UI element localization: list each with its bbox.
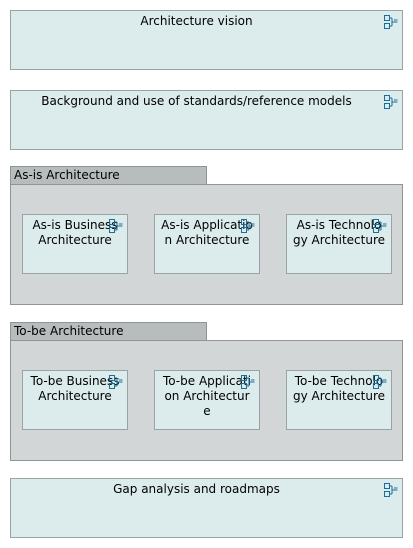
element-label: As-is Technology Architecture bbox=[293, 218, 385, 247]
asis-business-element[interactable]: As-is Business Architecture bbox=[22, 214, 128, 274]
composition-icon bbox=[241, 375, 255, 389]
composition-icon bbox=[373, 375, 387, 389]
element-label: To-be Application Architecture bbox=[162, 374, 252, 418]
tobe-application-element[interactable]: To-be Application Architecture bbox=[154, 370, 260, 430]
composition-icon bbox=[384, 15, 398, 29]
standards-element[interactable]: Background and use of standards/referenc… bbox=[10, 90, 403, 150]
composition-icon bbox=[109, 219, 123, 233]
element-label: Gap analysis and roadmaps bbox=[113, 482, 280, 496]
composition-icon bbox=[241, 219, 255, 233]
element-label: As-is Application Architecture bbox=[161, 218, 253, 247]
composition-icon bbox=[109, 375, 123, 389]
element-label: To-be Technology Architecture bbox=[293, 374, 385, 403]
element-label: To-be Business Architecture bbox=[30, 374, 120, 403]
asis-group-title[interactable]: As-is Architecture bbox=[10, 166, 207, 185]
asis-application-element[interactable]: As-is Application Architecture bbox=[154, 214, 260, 274]
composition-icon bbox=[384, 483, 398, 497]
tobe-technology-element[interactable]: To-be Technology Architecture bbox=[286, 370, 392, 430]
element-label: Architecture vision bbox=[140, 14, 253, 28]
composition-icon bbox=[373, 219, 387, 233]
tobe-group-title[interactable]: To-be Architecture bbox=[10, 322, 207, 341]
element-label: As-is Business Architecture bbox=[32, 218, 118, 247]
tobe-business-element[interactable]: To-be Business Architecture bbox=[22, 370, 128, 430]
gap-analysis-element[interactable]: Gap analysis and roadmaps bbox=[10, 478, 403, 538]
asis-technology-element[interactable]: As-is Technology Architecture bbox=[286, 214, 392, 274]
element-label: Background and use of standards/referenc… bbox=[41, 94, 352, 108]
architecture-vision-element[interactable]: Architecture vision bbox=[10, 10, 403, 70]
composition-icon bbox=[384, 95, 398, 109]
